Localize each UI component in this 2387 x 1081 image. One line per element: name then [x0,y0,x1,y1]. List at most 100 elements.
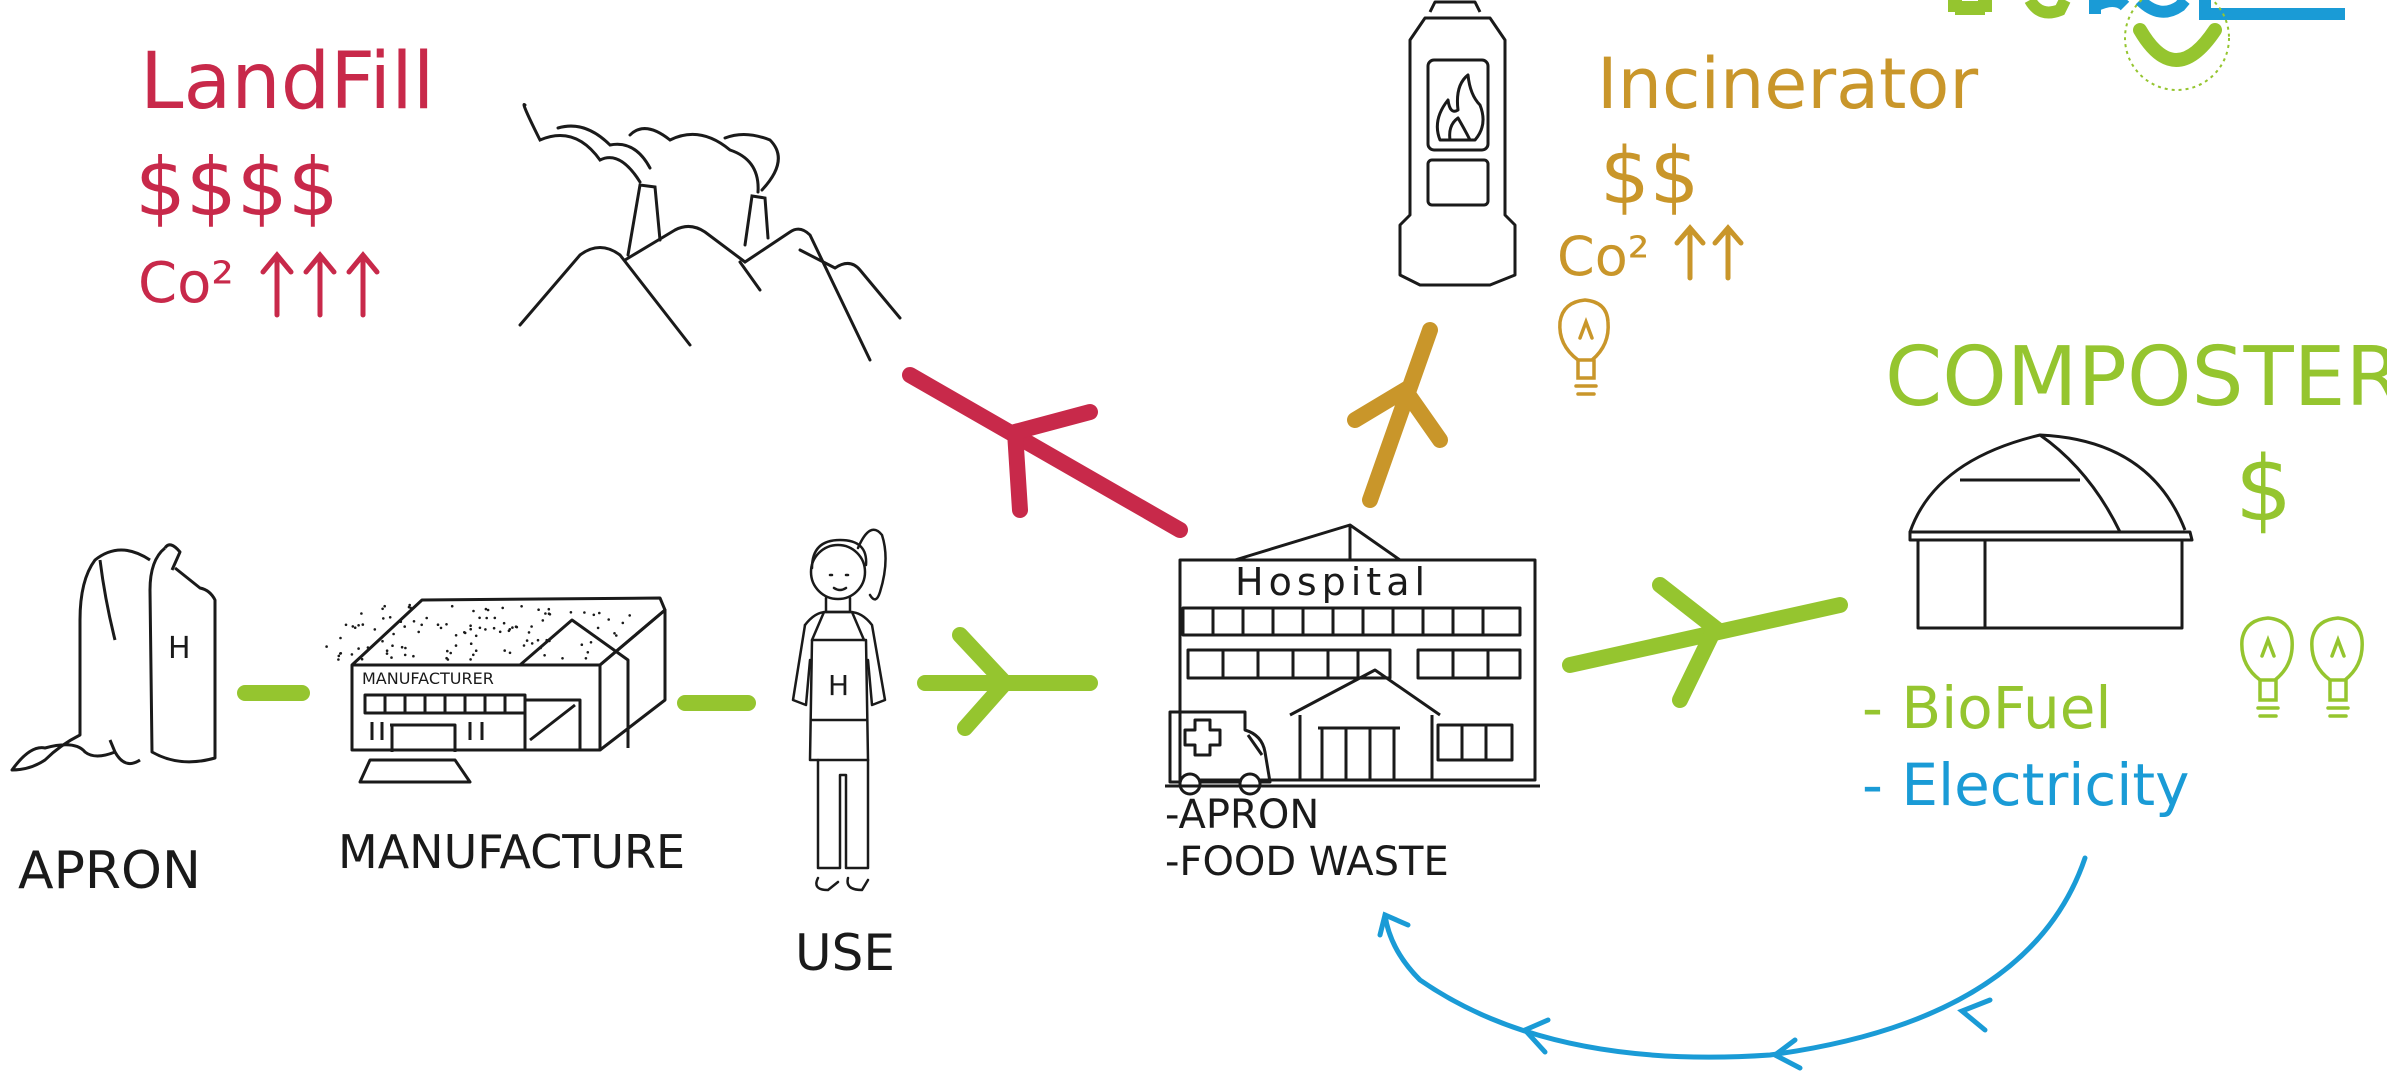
roof-dot [472,609,475,613]
roof-dot [381,607,384,611]
lightbulb-icon [1558,298,1610,396]
apron-icon [10,543,217,772]
roof-dot [472,653,475,657]
roof-dot [589,641,593,644]
roof-dot [412,654,415,658]
incinerator-title: Incinerator [1597,43,1978,125]
roof-dot [417,630,421,634]
roof-dot [520,605,523,608]
roof-dot [420,623,424,627]
roof-dot [469,627,473,631]
roof-dot [412,620,416,623]
composter-title: COMPOSTER [1885,330,2387,425]
roof-dot [548,613,552,616]
incinerator-co2: Co² [1557,225,1649,288]
landfill-cost: $$$$ [135,141,339,234]
roof-dot [454,634,458,637]
roof-dot [503,649,507,652]
roof-dot [498,630,502,634]
roof-dot [596,626,600,630]
roof-dot [337,654,341,658]
roof-dot [507,629,511,633]
roof-dot [536,638,540,642]
landfill-title: LandFill [140,37,434,127]
biofuel-label: - BioFuel [1862,674,2112,742]
roof-dot [366,646,370,649]
electricity-label: - Electricity [1862,751,2189,819]
roof-dot [580,643,584,646]
roof-dot [569,611,573,614]
roof-dot [325,645,328,648]
roof-dot [586,651,590,654]
worker-icon [791,528,887,892]
roof-dot [385,649,389,652]
logo-icon [1948,0,2345,91]
roof-dot [527,631,531,634]
roof-dot [400,645,404,649]
roof-dot [485,616,489,620]
arrow-use-to-hospital [917,627,1098,736]
roof-dot [450,604,454,608]
roof-dot [511,626,514,629]
roof-dot [357,647,360,650]
up-arrow-icon [260,251,380,318]
roof-dot [381,639,384,643]
roof-dot [350,653,354,656]
apron-letter: H [168,631,191,666]
roof-dot [339,652,342,655]
roof-dot [628,614,631,617]
hospital-sign: Hospital [1235,560,1430,604]
roof-dot [478,626,482,630]
roof-dot [530,625,533,628]
arrow-to-composter [1562,577,1848,708]
roof-dot [357,624,360,627]
roof-dot [360,657,364,661]
roof-dot [514,625,518,628]
roof-dot [607,618,610,621]
roof-dot [615,634,618,637]
roof-dot [561,657,564,660]
arrow-electricity-to-hospital [1377,855,2088,1071]
roof-dot [351,625,355,628]
roof-dot [445,623,448,626]
incinerator-cost: $$ [1600,132,1699,222]
roof-dot [474,634,478,638]
roof-dot [403,625,407,628]
landfill-co2: Co² [138,251,234,316]
roof-dot [613,632,616,635]
landfill-mountains-icon [518,102,902,362]
flow-dash [237,685,756,711]
roof-dot [446,649,449,653]
arrow-to-incinerator [1347,322,1448,508]
roof-dot [337,658,340,661]
roof-dot [382,617,385,620]
roof-dot [391,644,394,647]
roof-dot [454,644,458,647]
roof-dot [399,620,403,623]
hospital-icon [1165,523,1540,796]
roof-dot [474,649,478,652]
roof-dot [361,623,365,626]
roof-dot [621,621,625,625]
roof-dot [425,616,429,620]
roof-dot [583,611,586,614]
roof-dot [522,644,526,647]
roof-dot [543,654,546,657]
roof-dot [484,628,487,631]
hospital-output-food-waste: -FOOD WASTE [1165,839,1449,885]
roof-dot [469,658,472,661]
roof-dot [407,605,411,609]
manufacture-label: MANUFACTURE [338,825,685,879]
roof-dot [537,608,540,611]
roof-dot [385,652,389,655]
incinerator-icon [1398,0,1517,287]
composter-cost: $ [2235,437,2292,542]
roof-dot [486,608,490,612]
roof-dot [548,639,551,643]
roof-dot [525,639,529,642]
roof-dot [439,626,443,630]
roof-dot [541,619,545,622]
roof-dot [404,646,407,650]
roof-dot [584,657,588,660]
